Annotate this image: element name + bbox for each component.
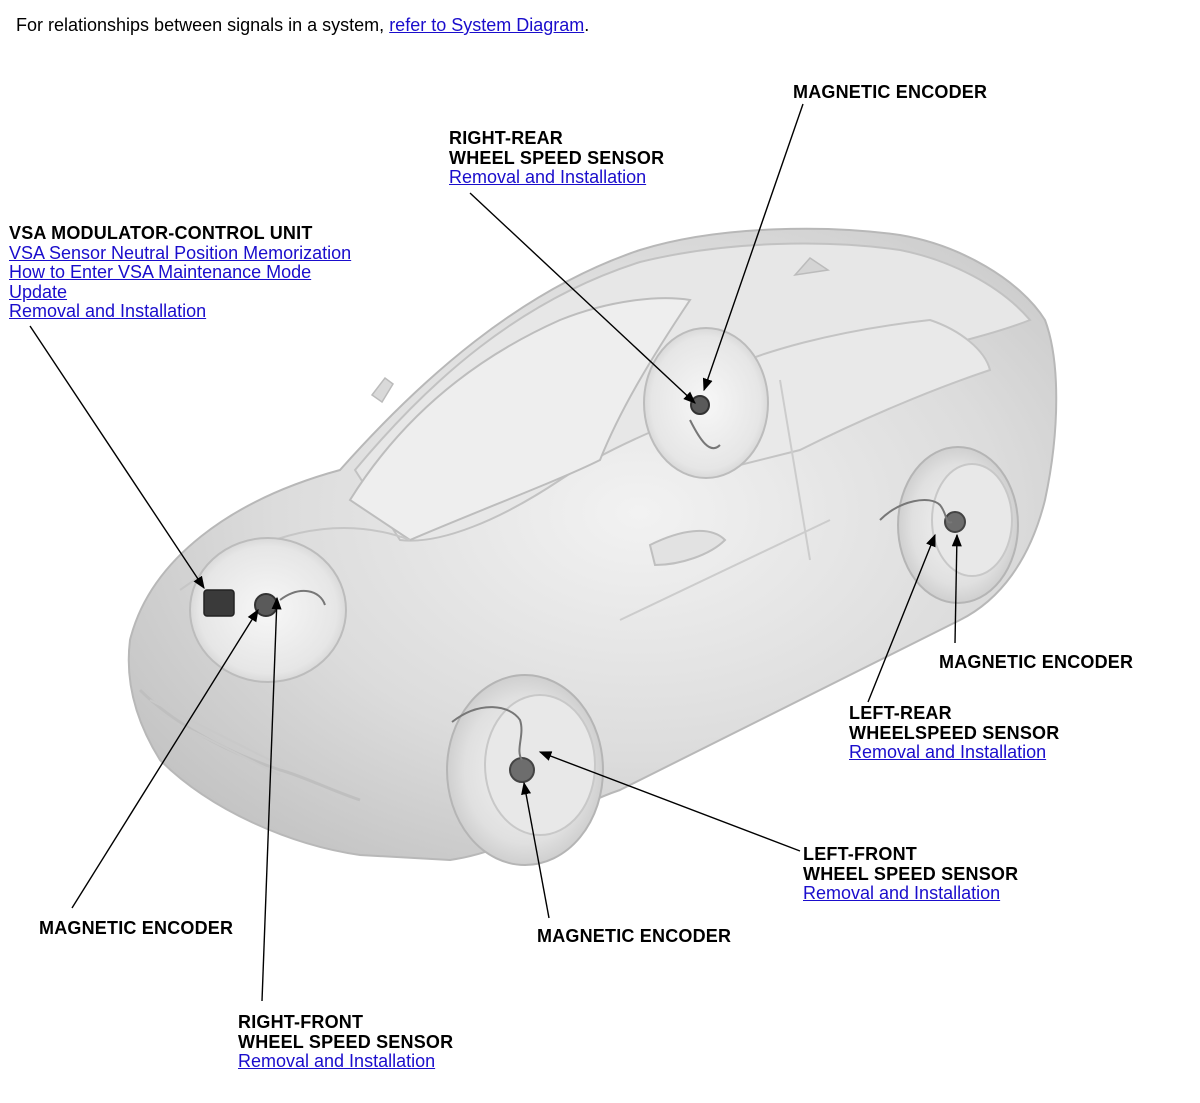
vsa-neutral-position-link[interactable]: VSA Sensor Neutral Position Memorization (9, 242, 352, 263)
intro-suffix: . (584, 15, 590, 35)
right-rear-removal-link[interactable]: Removal and Installation (449, 167, 647, 187)
left-front-wheel (446, 674, 604, 866)
right-front-zoom-wheel (189, 537, 347, 683)
vsa-update-link[interactable]: Update (9, 281, 68, 302)
callout-magnetic-encoder-rf: MAGNETIC ENCODER (39, 918, 234, 939)
vsa-modulator-unit-shape (203, 589, 235, 617)
right-front-heading-line1: RIGHT-FRONT (238, 1012, 364, 1032)
left-front-heading-line2: WHEEL SPEED SENSOR (803, 863, 1019, 884)
magnetic-encoder-lr-label: MAGNETIC ENCODER (939, 652, 1134, 672)
left-front-removal-link[interactable]: Removal and Installation (803, 883, 1001, 903)
callout-magnetic-encoder-rr: MAGNETIC ENCODER (793, 82, 988, 103)
left-rear-heading-line1: LEFT-REAR (849, 703, 952, 723)
right-front-heading-line2: WHEEL SPEED SENSOR (238, 1031, 454, 1052)
leader-magnetic-encoder-rf (71, 608, 259, 909)
leader-lines (29, 103, 962, 1002)
leader-right-rear-sensor (469, 192, 696, 404)
intro-prefix: For relationships between signals in a s… (16, 15, 390, 35)
right-front-removal-link[interactable]: Removal and Installation (238, 1051, 436, 1071)
leader-magnetic-encoder-lf (521, 781, 550, 919)
magnetic-encoder-rr-label: MAGNETIC ENCODER (793, 82, 988, 102)
car-body (127, 227, 1058, 862)
left-rear-wheel (879, 446, 1019, 604)
left-rear-heading-line2: WHEELSPEED SENSOR (849, 722, 1060, 743)
callout-right-front-sensor: RIGHT-FRONT WHEEL SPEED SENSOR Removal a… (238, 1012, 454, 1072)
right-rear-zoom-wheel (643, 327, 769, 479)
leader-vsa-modulator (29, 325, 205, 590)
magnetic-encoder-lf-label: MAGNETIC ENCODER (537, 926, 732, 946)
callout-left-front-sensor: LEFT-FRONT WHEEL SPEED SENSOR Removal an… (803, 844, 1019, 904)
left-rear-removal-link[interactable]: Removal and Installation (849, 742, 1047, 762)
leader-magnetic-encoder-lr (951, 533, 962, 644)
left-front-heading-line1: LEFT-FRONT (803, 844, 917, 864)
leader-right-front-sensor (261, 596, 282, 1002)
leader-left-rear-sensor (867, 533, 936, 703)
callout-magnetic-encoder-lf: MAGNETIC ENCODER (537, 926, 732, 947)
callout-left-rear-sensor: LEFT-REAR WHEELSPEED SENSOR Removal and … (849, 703, 1060, 763)
vsa-modulator-heading: VSA MODULATOR-CONTROL UNIT (9, 223, 313, 243)
vsa-maintenance-mode-link[interactable]: How to Enter VSA Maintenance Mode (9, 262, 312, 282)
intro-text: For relationships between signals in a s… (16, 14, 589, 36)
callout-vsa-modulator: VSA MODULATOR-CONTROL UNIT VSA Sensor Ne… (9, 223, 352, 322)
vsa-removal-installation-link[interactable]: Removal and Installation (9, 301, 207, 321)
callout-magnetic-encoder-lr: MAGNETIC ENCODER (939, 652, 1134, 673)
right-rear-heading-line2: WHEEL SPEED SENSOR (449, 147, 665, 168)
system-diagram-link[interactable]: refer to System Diagram (389, 15, 585, 35)
right-rear-heading-line1: RIGHT-REAR (449, 128, 563, 148)
callout-right-rear-sensor: RIGHT-REAR WHEEL SPEED SENSOR Removal an… (449, 128, 665, 188)
magnetic-encoder-rf-label: MAGNETIC ENCODER (39, 918, 234, 938)
leader-left-front-sensor (538, 751, 801, 852)
leader-magnetic-encoder-rr (702, 103, 804, 392)
